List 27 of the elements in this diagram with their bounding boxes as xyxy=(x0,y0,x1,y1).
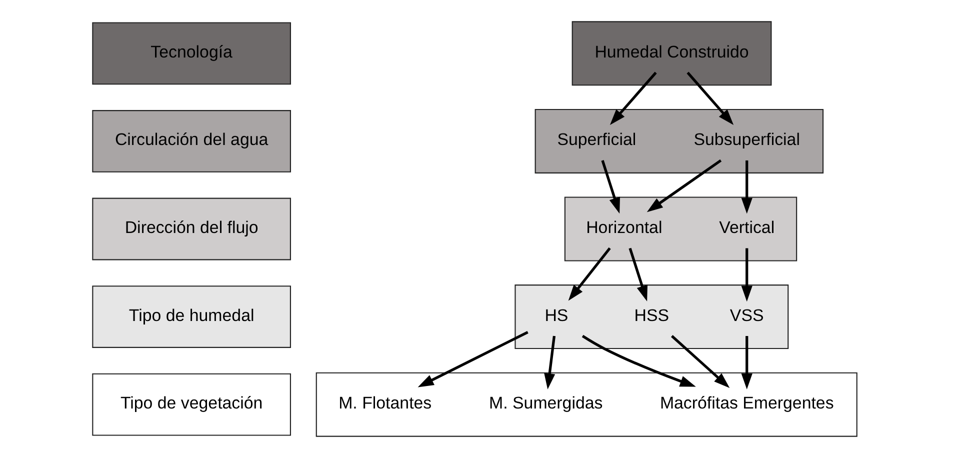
node-text: Subsuperficial xyxy=(694,130,800,149)
arrow xyxy=(544,335,556,389)
node-text: VSS xyxy=(730,305,764,324)
arrow xyxy=(646,158,722,212)
node-text: Vertical xyxy=(719,218,775,237)
arrow xyxy=(418,330,528,387)
node-text: Humedal Construido xyxy=(594,42,749,61)
node-box: Tecnología xyxy=(92,22,291,84)
arrow xyxy=(568,246,611,300)
node-text: Superficial xyxy=(557,130,636,149)
arrow xyxy=(741,248,752,302)
node-text: Horizontal xyxy=(586,218,662,237)
arrow xyxy=(670,334,730,388)
cluster xyxy=(572,20,772,86)
node-text: HSS xyxy=(634,305,670,324)
node-box: Circulación del agua xyxy=(92,110,291,172)
node-box: Tipo de vegetación xyxy=(92,372,291,436)
node-text: M. Sumergidas xyxy=(489,393,603,412)
node-text: M. Flotantes xyxy=(338,393,432,412)
arrow xyxy=(628,247,648,301)
node-text: Macrófitas Emergentes xyxy=(660,393,834,412)
node-box: Tipo de humedal xyxy=(92,285,291,348)
node-text: HS xyxy=(544,305,568,324)
arrow xyxy=(741,160,752,214)
arrow xyxy=(741,336,752,389)
arrow xyxy=(582,334,696,386)
node-box: Dirección del flujo xyxy=(92,197,291,260)
